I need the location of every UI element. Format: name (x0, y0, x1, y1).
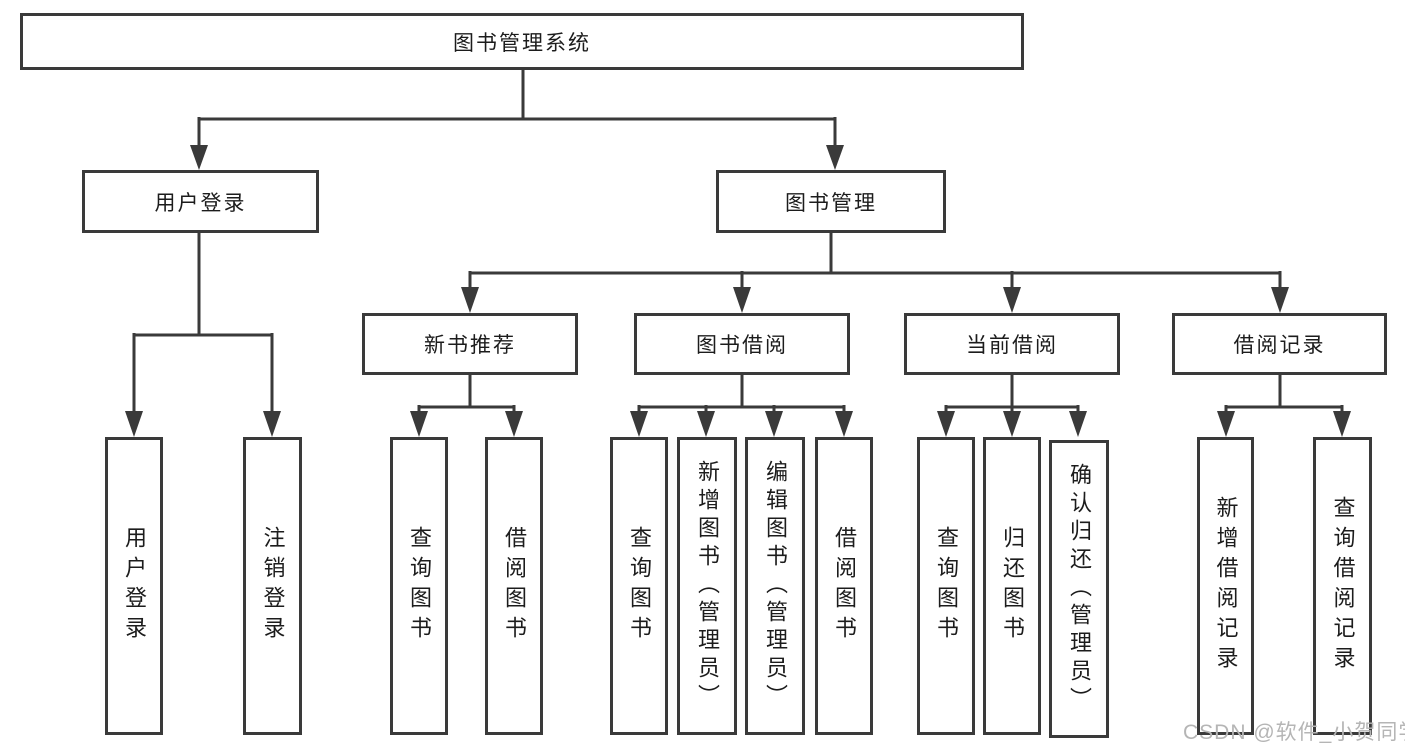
arrowhead (1069, 411, 1087, 437)
leaf-logout: 注销登录 (243, 437, 302, 735)
arrowhead (410, 411, 428, 437)
node-borrow-records: 借阅记录 (1172, 313, 1387, 375)
leaf-return-book: 归还图书 (983, 437, 1041, 735)
node-book-borrow: 图书借阅 (634, 313, 850, 375)
leaf-borrow-book: 借阅图书 (815, 437, 873, 735)
arrowhead (505, 411, 523, 437)
leaf-query-borrow-record: 查询借阅记录 (1313, 437, 1372, 735)
leaf-current-query-book: 查询图书 (917, 437, 975, 735)
node-current-borrow: 当前借阅 (904, 313, 1120, 375)
arrowhead (1333, 411, 1351, 437)
arrowhead (937, 411, 955, 437)
leaf-edit-book-admin: 编辑图书（管理员） (745, 437, 805, 735)
connector-records-group (1224, 375, 1344, 412)
node-new-book-recommend: 新书推荐 (362, 313, 578, 375)
leaf-add-borrow-record: 新增借阅记录 (1197, 437, 1254, 735)
arrowhead (630, 411, 648, 437)
connector-login-group (132, 233, 274, 412)
arrowhead (190, 145, 208, 170)
connector-management-to-level3 (468, 233, 1282, 288)
leaf-add-book-admin: 新增图书（管理员） (677, 437, 737, 735)
leaf-user-login: 用户登录 (105, 437, 163, 735)
arrowhead (1217, 411, 1235, 437)
connector-current-group (944, 375, 1080, 412)
connector-root-to-level2 (197, 69, 837, 146)
node-root-system: 图书管理系统 (20, 13, 1024, 70)
csdn-watermark: CSDN @软件_小贺同学 (1183, 721, 1405, 744)
arrowhead (1271, 287, 1289, 313)
arrowhead (765, 411, 783, 437)
arrowhead (125, 411, 143, 437)
arrowhead (1003, 411, 1021, 437)
connector-borrow-group (637, 375, 846, 412)
arrowhead (835, 411, 853, 437)
arrowhead (1003, 287, 1021, 313)
arrowhead (733, 287, 751, 313)
arrowhead (826, 145, 844, 170)
connector-recommend-group (417, 375, 516, 412)
leaf-borrow-query-book: 查询图书 (610, 437, 668, 735)
arrowhead (461, 287, 479, 313)
arrowhead (263, 411, 281, 437)
leaf-confirm-return-admin: 确认归还（管理员） (1049, 440, 1109, 738)
arrowhead (697, 411, 715, 437)
leaf-recommend-borrow-book: 借阅图书 (485, 437, 543, 735)
leaf-recommend-query-book: 查询图书 (390, 437, 448, 735)
node-book-management-branch: 图书管理 (716, 170, 946, 233)
node-user-login-branch: 用户登录 (82, 170, 319, 233)
